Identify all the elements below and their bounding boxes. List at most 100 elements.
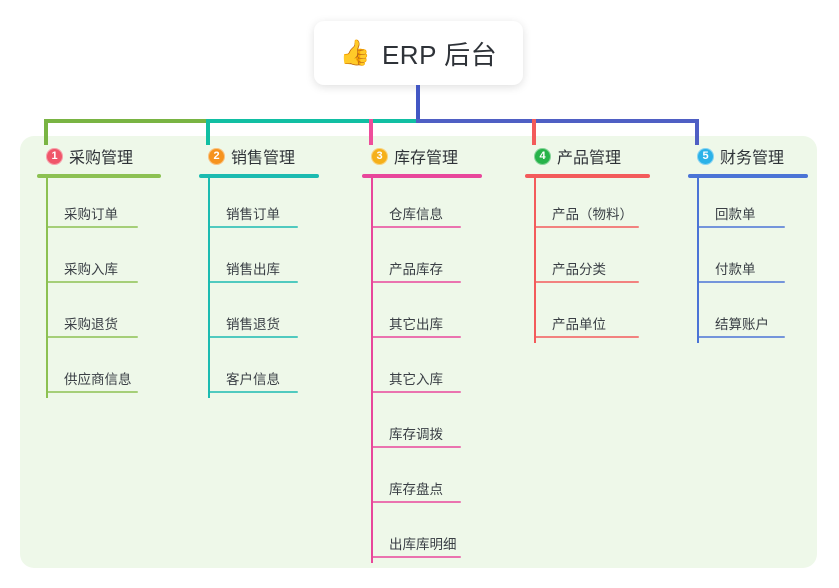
column-header-3[interactable]: 3 库存管理 <box>362 144 482 168</box>
column-number-badge: 1 <box>46 147 63 165</box>
menu-item-rule <box>46 226 138 228</box>
menu-item-label: 付款单 <box>715 262 756 277</box>
column-number-badge: 3 <box>371 147 388 165</box>
menu-item[interactable]: 产品单位 <box>525 288 650 343</box>
column-spine <box>534 178 536 343</box>
menu-item-label: 供应商信息 <box>64 372 132 387</box>
column-header-rule <box>688 174 808 178</box>
column-header-1[interactable]: 1 采购管理 <box>37 144 161 168</box>
column-5: 5 财务管理回款单付款单结算账户 <box>688 144 808 343</box>
column-items-3: 仓库信息产品库存其它出库其它入库库存调拨库存盘点出库库明细 <box>362 178 482 563</box>
column-header-rule <box>362 174 482 178</box>
menu-item[interactable]: 采购订单 <box>37 178 161 233</box>
menu-item-rule <box>46 281 138 283</box>
column-spine <box>697 178 699 343</box>
menu-item[interactable]: 其它出库 <box>362 288 482 343</box>
menu-item-rule <box>697 281 785 283</box>
column-title: 采购管理 <box>69 150 134 167</box>
column-header-4[interactable]: 4 产品管理 <box>525 144 650 168</box>
menu-item-rule <box>46 391 138 393</box>
column-number-badge: 2 <box>208 147 225 165</box>
column-title: 财务管理 <box>720 150 785 167</box>
menu-item-label: 其它入库 <box>389 372 443 387</box>
drop-line-3 <box>369 119 373 145</box>
menu-item[interactable]: 库存调拨 <box>362 398 482 453</box>
column-1: 1 采购管理采购订单采购入库采购退货供应商信息 <box>37 144 161 398</box>
menu-item-rule <box>371 281 461 283</box>
menu-item[interactable]: 销售订单 <box>199 178 319 233</box>
menu-item-rule <box>208 336 298 338</box>
menu-item-label: 其它出库 <box>389 317 443 332</box>
menu-item-label: 产品分类 <box>552 262 606 277</box>
menu-item-label: 采购入库 <box>64 262 118 277</box>
menu-item-label: 结算账户 <box>715 317 769 332</box>
menu-item[interactable]: 客户信息 <box>199 343 319 398</box>
column-items-2: 销售订单销售出库销售退货客户信息 <box>199 178 319 398</box>
menu-item-label: 产品单位 <box>552 317 606 332</box>
background-panel <box>20 136 817 568</box>
menu-item-label: 采购退货 <box>64 317 118 332</box>
column-items-4: 产品（物料） 产品分类产品单位 <box>525 178 650 343</box>
menu-item-label: 销售订单 <box>226 207 280 222</box>
column-header-rule <box>37 174 161 178</box>
bus-green <box>44 119 210 123</box>
column-number-badge: 4 <box>534 147 551 165</box>
menu-item-rule <box>208 281 298 283</box>
menu-item-rule <box>208 391 298 393</box>
menu-item[interactable]: 回款单 <box>688 178 808 233</box>
column-spine <box>208 178 210 398</box>
menu-item-rule <box>371 226 461 228</box>
column-title: 产品管理 <box>557 150 622 167</box>
menu-item-label: 销售退货 <box>226 317 280 332</box>
thumbs-up-icon: 👍 <box>339 38 371 67</box>
column-header-5[interactable]: 5 财务管理 <box>688 144 808 168</box>
menu-item[interactable]: 库存盘点 <box>362 453 482 508</box>
menu-item[interactable]: 出库库明细 <box>362 508 482 563</box>
menu-item-label: 产品（物料） <box>552 207 633 222</box>
column-spine <box>46 178 48 398</box>
column-items-5: 回款单付款单结算账户 <box>688 178 808 343</box>
root-node[interactable]: 👍 ERP 后台 <box>314 21 523 85</box>
drop-line-2 <box>206 119 210 145</box>
menu-item-rule <box>371 391 461 393</box>
menu-item-rule <box>208 226 298 228</box>
menu-item[interactable]: 采购入库 <box>37 233 161 288</box>
menu-item[interactable]: 其它入库 <box>362 343 482 398</box>
menu-item-rule <box>371 336 461 338</box>
column-number-badge: 5 <box>697 147 714 165</box>
menu-item-rule <box>371 501 461 503</box>
menu-item[interactable]: 产品分类 <box>525 233 650 288</box>
menu-item-label: 销售出库 <box>226 262 280 277</box>
menu-item-rule <box>534 336 639 338</box>
menu-item[interactable]: 采购退货 <box>37 288 161 343</box>
menu-item-rule <box>46 336 138 338</box>
menu-item[interactable]: 仓库信息 <box>362 178 482 233</box>
menu-item-rule <box>534 281 639 283</box>
menu-item[interactable]: 产品（物料） <box>525 178 650 233</box>
menu-item[interactable]: 供应商信息 <box>37 343 161 398</box>
menu-item-label: 回款单 <box>715 207 756 222</box>
menu-item-label: 库存盘点 <box>389 482 443 497</box>
column-title: 库存管理 <box>394 150 459 167</box>
menu-item-label: 库存调拨 <box>389 427 443 442</box>
column-header-rule <box>525 174 650 178</box>
menu-item[interactable]: 销售出库 <box>199 233 319 288</box>
trunk-line <box>416 85 420 123</box>
bus-teal <box>208 119 418 123</box>
menu-item-label: 产品库存 <box>389 262 443 277</box>
menu-item-rule <box>371 446 461 448</box>
root-title: ERP 后台 <box>381 39 498 70</box>
menu-item-rule <box>697 336 785 338</box>
menu-item[interactable]: 产品库存 <box>362 233 482 288</box>
menu-item[interactable]: 结算账户 <box>688 288 808 343</box>
drop-line-1 <box>44 119 48 145</box>
menu-item-rule <box>371 556 461 558</box>
menu-item[interactable]: 销售退货 <box>199 288 319 343</box>
menu-item-label: 出库库明细 <box>389 537 457 552</box>
menu-item[interactable]: 付款单 <box>688 233 808 288</box>
column-items-1: 采购订单采购入库采购退货供应商信息 <box>37 178 161 398</box>
drop-line-4 <box>532 119 536 145</box>
